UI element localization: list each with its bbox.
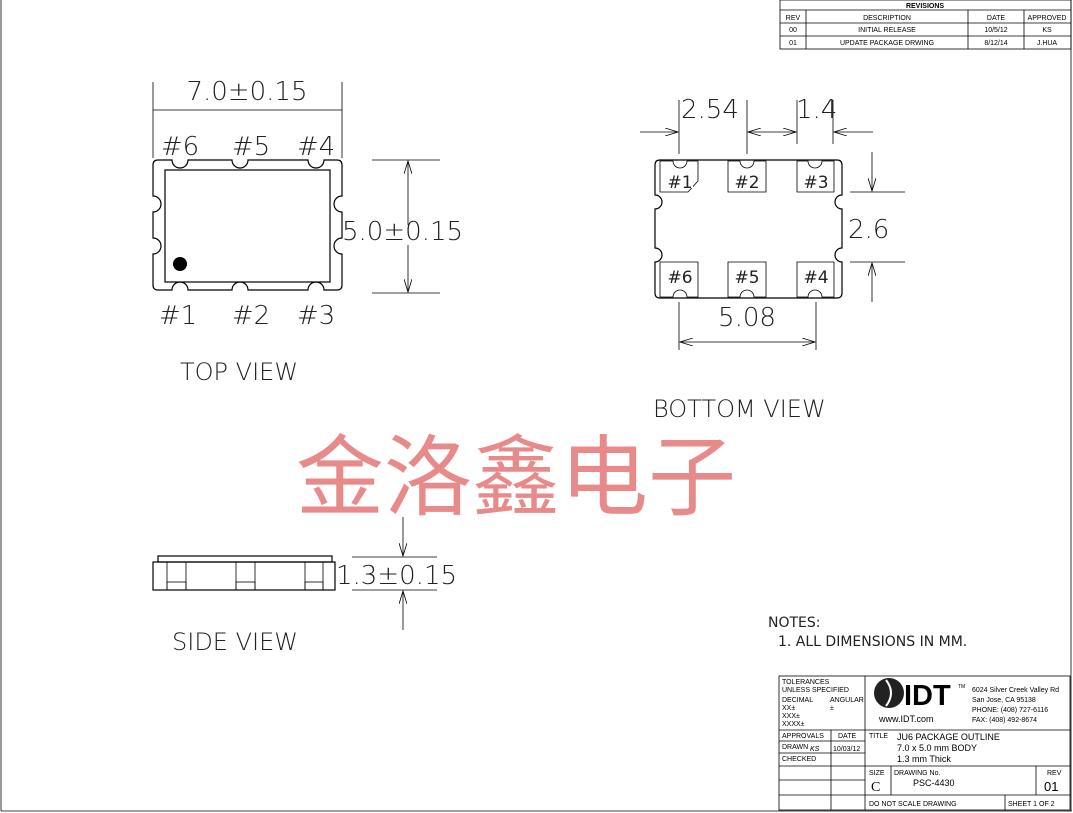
revisions-table: REVISIONS REV DESCRIPTION DATE APPROVED …: [779, 0, 1072, 50]
drawing-no-label: DRAWING No.: [894, 770, 940, 777]
pin-label: #6: [161, 132, 199, 162]
title-line: 7.0 x 5.0 mm BODY: [897, 743, 977, 753]
logo-tm: TM: [958, 684, 965, 690]
revisions-title: REVISIONS: [906, 3, 944, 10]
bottom-view: #1 #2 #3 #6 #5 #4 2.54 1.4 2.6 5.08 BOTT…: [640, 95, 905, 423]
sheet-number: SHEET 1 OF 2: [1008, 801, 1055, 808]
width-dimension: 7.0±0.15: [186, 77, 307, 107]
do-not-scale-note: DO NOT SCALE DRAWING: [869, 801, 957, 808]
thickness-dimension: 1.3±0.15: [336, 561, 457, 591]
rev-cell: 00: [789, 27, 797, 34]
span-dimension: 5.08: [718, 303, 776, 333]
rev-header: REV: [786, 15, 801, 22]
pad-label: #6: [667, 268, 692, 288]
rev-label: REV: [1047, 770, 1062, 777]
pin-label: #3: [297, 301, 335, 331]
phone: PHONE: (408) 727-6116: [972, 707, 1048, 714]
drawn-date: 10/03/12: [833, 746, 860, 753]
pin1-indicator-dot: [173, 257, 187, 271]
pad-1: [659, 160, 699, 193]
date-cell: 8/12/14: [984, 40, 1007, 47]
rev-value: 01: [1044, 779, 1058, 794]
pad-label: #1: [667, 173, 692, 193]
watermark: 金洛鑫电子: [296, 426, 736, 529]
tolerances-label: TOLERANCES: [782, 679, 830, 686]
approvals-label: APPROVALS: [782, 733, 824, 740]
fax: FAX: (408) 492-8674: [972, 717, 1037, 724]
bottom-view-label: BOTTOM VIEW: [653, 395, 826, 423]
decimal-label: DECIMAL: [782, 697, 813, 704]
drawn-by: KS: [810, 746, 820, 753]
tolerance-xxx: XXX±: [782, 713, 800, 720]
pad-3: [796, 160, 835, 193]
tolerance-angular: ±: [830, 705, 834, 712]
pin-label: #1: [159, 301, 197, 331]
website: www.IDT.com: [878, 714, 934, 724]
idt-logo: IDT TM: [874, 678, 965, 712]
side-view: 1.3±0.15 SIDE VIEW: [152, 517, 457, 656]
rev-cell: 01: [789, 40, 797, 47]
pad-2: [727, 160, 767, 193]
title-block: TOLERANCES UNLESS SPECIFIED DECIMAL ANGU…: [778, 675, 1071, 811]
approved-header: APPROVED: [1028, 15, 1067, 22]
address-line: 6024 Silver Creek Valley Rd: [972, 687, 1059, 694]
checked-label: CHECKED: [782, 756, 816, 763]
approved-cell: KS: [1042, 27, 1052, 34]
title-line: JU6 PACKAGE OUTLINE: [897, 732, 1000, 742]
tolerance-xx: XX±: [782, 705, 795, 712]
pin-label: #4: [297, 132, 335, 162]
notes-title: NOTES:: [768, 615, 821, 631]
pad-width-dimension: 1.4: [796, 95, 837, 125]
pad-5: [727, 261, 767, 298]
angular-label: ANGULAR: [830, 697, 864, 704]
pad-label: #2: [734, 173, 759, 193]
pin-label: #2: [232, 301, 270, 331]
drawing-no: PSC-4430: [913, 778, 955, 788]
drawn-label: DRAWN: [782, 744, 808, 751]
pad-height-dimension: 2.6: [848, 215, 889, 245]
size-label: SIZE: [869, 770, 885, 777]
size-value: C: [871, 780, 880, 795]
pad-4: [796, 261, 835, 298]
date-cell: 10/5/12: [984, 27, 1007, 34]
description-cell: UPDATE PACKAGE DRWING: [840, 40, 934, 47]
pad-label: #5: [734, 268, 759, 288]
unless-specified-label: UNLESS SPECIFIED: [782, 687, 849, 694]
pin-label: #5: [232, 132, 270, 162]
logo-text: IDT: [904, 680, 951, 712]
description-header: DESCRIPTION: [863, 15, 911, 22]
pad-label: #3: [803, 173, 828, 193]
pad-label: #4: [803, 268, 828, 288]
approved-cell: J.HUA: [1037, 40, 1058, 47]
pitch-dimension: 2.54: [681, 95, 739, 125]
title-line: 1.3 mm Thick: [897, 754, 951, 764]
description-cell: INITIAL RELEASE: [858, 27, 916, 34]
address-line: San Jose, CA 95138: [972, 697, 1036, 704]
top-view-label: TOP VIEW: [180, 358, 298, 386]
title-label: TITLE: [869, 733, 888, 740]
tolerance-xxxx: XXXX±: [782, 721, 805, 728]
pad-6: [659, 261, 699, 298]
top-view: 7.0±0.15 5.0±0.15 #6 #5 #4 #1 #2 #3 TOP …: [152, 77, 463, 386]
date-header: DATE: [987, 15, 1005, 22]
date-label: DATE: [838, 733, 856, 740]
height-dimension: 5.0±0.15: [342, 217, 463, 247]
note-item: 1. ALL DIMENSIONS IN MM.: [778, 634, 967, 650]
side-view-label: SIDE VIEW: [172, 628, 298, 656]
